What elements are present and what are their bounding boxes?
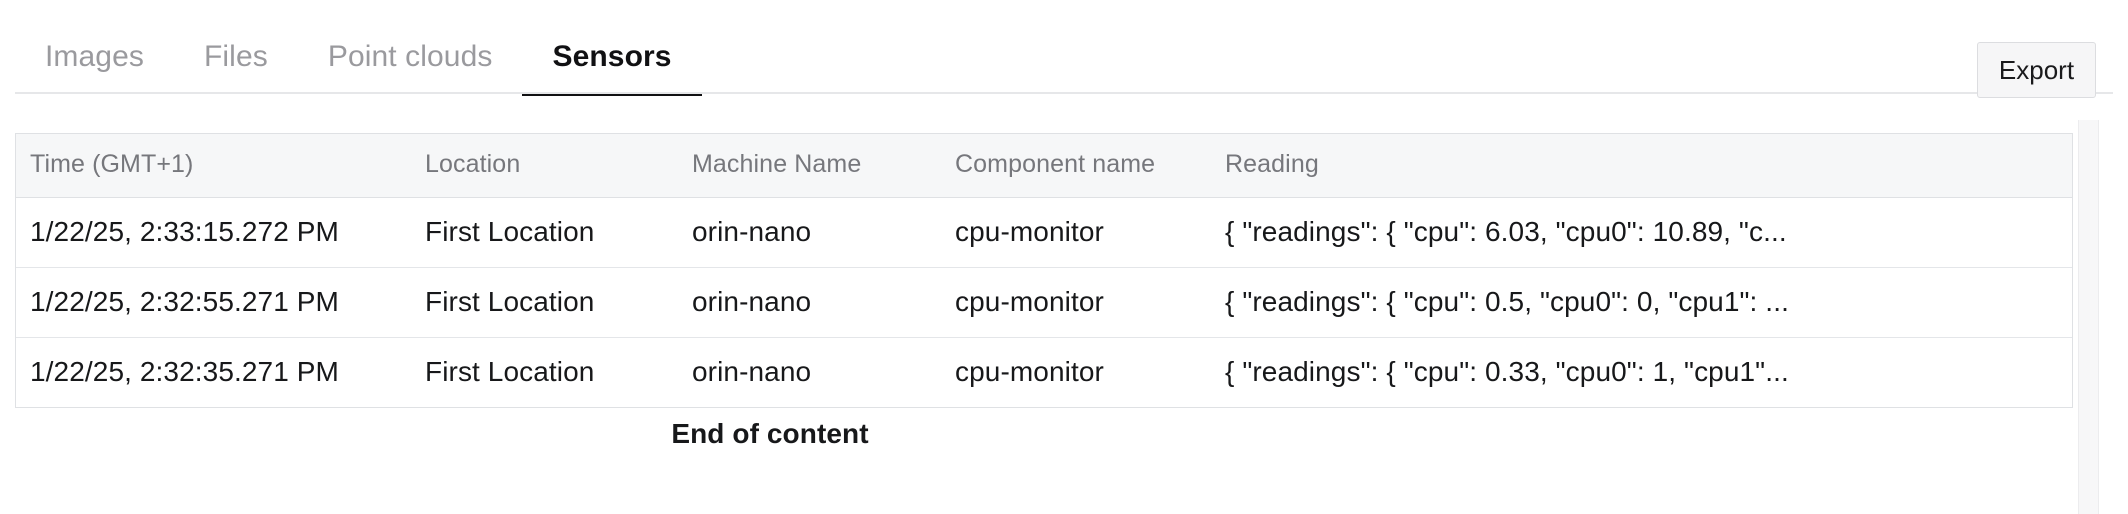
- column-header-component-name[interactable]: Component name: [941, 134, 1211, 198]
- column-header-reading[interactable]: Reading: [1211, 134, 2072, 198]
- sensors-table-container: Time (GMT+1) Location Machine Name Compo…: [15, 133, 2073, 408]
- table-header: Time (GMT+1) Location Machine Name Compo…: [16, 134, 2072, 198]
- tab-list: Images Files Point clouds Sensors: [15, 18, 702, 96]
- tab-bar: Images Files Point clouds Sensors: [0, 0, 2128, 96]
- cell-machine-name: orin-nano: [678, 337, 941, 408]
- cell-reading: { "readings": { "cpu": 0.33, "cpu0": 1, …: [1211, 337, 2072, 408]
- cell-component-name: cpu-monitor: [941, 337, 1211, 408]
- tab-bar-divider: [15, 92, 2113, 94]
- sensors-table: Time (GMT+1) Location Machine Name Compo…: [16, 134, 2072, 408]
- table-row[interactable]: 1/22/25, 2:32:35.271 PM First Location o…: [16, 337, 2072, 408]
- table-header-row: Time (GMT+1) Location Machine Name Compo…: [16, 134, 2072, 198]
- cell-machine-name: orin-nano: [678, 267, 941, 338]
- table-row[interactable]: 1/22/25, 2:33:15.272 PM First Location o…: [16, 197, 2072, 268]
- cell-location: First Location: [411, 267, 678, 338]
- tab-point-clouds[interactable]: Point clouds: [327, 40, 493, 73]
- column-header-machine-name[interactable]: Machine Name: [678, 134, 941, 198]
- export-button[interactable]: Export: [1977, 42, 2096, 98]
- cell-machine-name: orin-nano: [678, 197, 941, 268]
- end-of-content-label: End of content: [671, 418, 869, 449]
- cell-reading: { "readings": { "cpu": 0.5, "cpu0": 0, "…: [1211, 267, 2072, 338]
- cell-component-name: cpu-monitor: [941, 267, 1211, 338]
- tab-sensors[interactable]: Sensors: [522, 40, 702, 96]
- cell-reading: { "readings": { "cpu": 6.03, "cpu0": 10.…: [1211, 197, 2072, 268]
- cell-time: 1/22/25, 2:32:35.271 PM: [16, 337, 411, 408]
- cell-location: First Location: [411, 197, 678, 268]
- cell-location: First Location: [411, 337, 678, 408]
- column-header-location[interactable]: Location: [411, 134, 678, 198]
- table-row[interactable]: 1/22/25, 2:32:55.271 PM First Location o…: [16, 267, 2072, 338]
- vertical-scrollbar[interactable]: [2078, 120, 2099, 514]
- tab-files[interactable]: Files: [203, 40, 268, 73]
- column-header-time[interactable]: Time (GMT+1): [16, 134, 411, 198]
- cell-time: 1/22/25, 2:32:55.271 PM: [16, 267, 411, 338]
- table-body: 1/22/25, 2:33:15.272 PM First Location o…: [16, 197, 2072, 408]
- cell-time: 1/22/25, 2:33:15.272 PM: [16, 197, 411, 268]
- tab-images[interactable]: Images: [45, 40, 144, 73]
- cell-component-name: cpu-monitor: [941, 197, 1211, 268]
